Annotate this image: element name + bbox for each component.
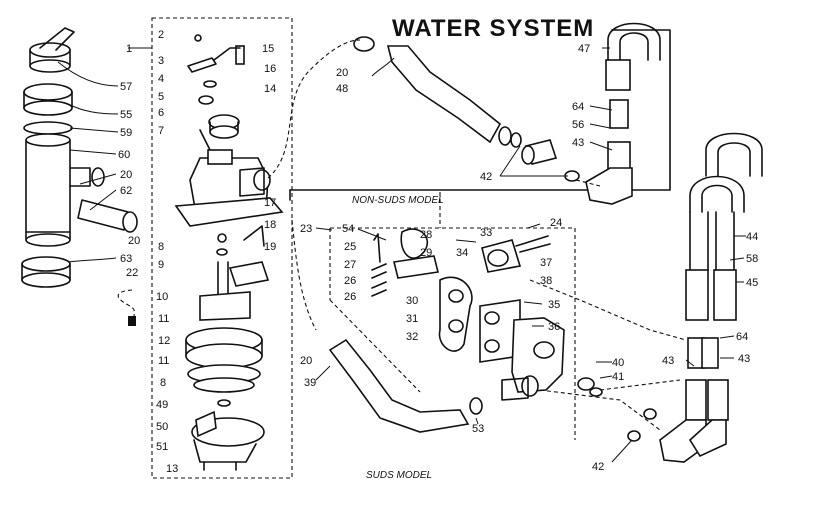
- part-labels: 1 2 3 4 5 6 7 8 9 10 11 12 11 8 49 50 51…: [118, 29, 758, 475]
- label-39: 39: [304, 377, 316, 389]
- label-43-left: 43: [662, 355, 674, 367]
- label-50: 50: [156, 421, 168, 433]
- label-20-hose: 20: [336, 67, 348, 79]
- label-37: 37: [540, 257, 552, 269]
- label-60: 60: [118, 149, 130, 161]
- pump-assembly-box: [151, 17, 293, 479]
- label-47: 47: [578, 43, 590, 55]
- label-56: 56: [572, 119, 584, 131]
- label-30: 30: [406, 295, 418, 307]
- label-17: 17: [264, 197, 276, 209]
- label-35: 35: [548, 299, 560, 311]
- label-8-lower: 8: [160, 377, 166, 389]
- label-3: 3: [158, 55, 164, 67]
- label-29: 29: [420, 247, 432, 259]
- label-20-pipe: 20: [128, 235, 140, 247]
- label-53: 53: [472, 423, 484, 435]
- label-63: 63: [120, 253, 132, 265]
- label-43-right: 43: [738, 353, 750, 365]
- label-9: 9: [158, 259, 164, 271]
- filter-stack: [21, 27, 138, 326]
- label-33: 33: [480, 227, 492, 239]
- label-26-b: 26: [344, 291, 356, 303]
- label-32: 32: [406, 331, 418, 343]
- label-58: 58: [746, 253, 758, 265]
- label-42-top: 42: [480, 171, 492, 183]
- label-7: 7: [158, 125, 164, 137]
- label-6: 6: [158, 107, 164, 119]
- label-18: 18: [264, 219, 276, 231]
- leader-lines: [57, 47, 746, 463]
- label-4: 4: [158, 73, 164, 85]
- label-22: 22: [126, 267, 138, 279]
- suds-tubes: [659, 132, 763, 463]
- label-16: 16: [264, 63, 276, 75]
- label-59: 59: [120, 127, 132, 139]
- label-36: 36: [548, 321, 560, 333]
- label-49: 49: [156, 399, 168, 411]
- non-suds-hose: [353, 22, 661, 205]
- suds-caption: SUDS MODEL: [366, 470, 432, 481]
- label-48: 48: [336, 83, 348, 95]
- label-1: 1: [126, 43, 132, 55]
- label-34: 34: [456, 247, 468, 259]
- label-42-bottom: 42: [592, 461, 604, 473]
- label-20-suds: 20: [300, 355, 312, 367]
- non-suds-caption: NON-SUDS MODEL: [352, 195, 444, 206]
- label-44: 44: [746, 231, 758, 243]
- label-23: 23: [300, 223, 312, 235]
- label-54: 54: [342, 223, 354, 235]
- label-25: 25: [344, 241, 356, 253]
- label-2: 2: [158, 29, 164, 41]
- label-5: 5: [158, 91, 164, 103]
- pump-assembly: [174, 34, 284, 471]
- label-24: 24: [550, 217, 562, 229]
- non-suds-model-frame: [289, 29, 671, 201]
- label-64-top: 64: [572, 101, 584, 113]
- label-55: 55: [120, 109, 132, 121]
- label-62: 62: [120, 185, 132, 197]
- label-41: 41: [612, 371, 624, 383]
- connection-lines: [267, 39, 687, 431]
- label-45: 45: [746, 277, 758, 289]
- label-64-bottom: 64: [736, 331, 748, 343]
- label-43-top: 43: [572, 137, 584, 149]
- label-27: 27: [344, 259, 356, 271]
- label-20-filter: 20: [120, 169, 132, 181]
- suds-valve-parts: [328, 228, 657, 442]
- label-13: 13: [166, 463, 178, 475]
- label-8: 8: [158, 241, 164, 253]
- label-15: 15: [262, 43, 274, 55]
- label-38: 38: [540, 275, 552, 287]
- label-51: 51: [156, 441, 168, 453]
- label-11-lower: 11: [158, 355, 169, 367]
- suds-model-box: [330, 227, 576, 440]
- label-11: 11: [158, 313, 169, 325]
- label-28: 28: [420, 229, 432, 241]
- label-26-a: 26: [344, 275, 356, 287]
- label-57: 57: [120, 81, 132, 93]
- label-40: 40: [612, 357, 624, 369]
- label-10: 10: [156, 291, 168, 303]
- label-12: 12: [158, 335, 170, 347]
- label-14: 14: [264, 83, 276, 95]
- label-31: 31: [406, 313, 418, 325]
- diagram-title: WATER SYSTEM: [392, 15, 594, 42]
- label-19: 19: [264, 241, 276, 253]
